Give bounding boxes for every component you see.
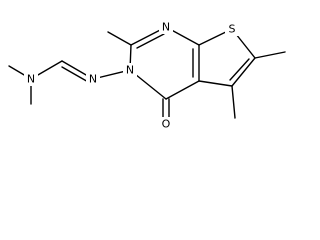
atom-label-n-imine: N (89, 73, 97, 86)
atom-n-ring3: N (123, 63, 137, 77)
atom-n-ring1: N (159, 20, 173, 34)
atom-label-o-carbonyl: O (162, 118, 171, 131)
bond-c6-c5-inner (229, 58, 250, 81)
molecule-diagram: N N N N S O (8, 20, 286, 131)
atom-s-thiophene: S (225, 22, 239, 36)
atom-o-carbonyl: O (159, 117, 173, 131)
atom-n-imine: N (86, 72, 100, 86)
bond-c2-methyl (107, 31, 132, 46)
atom-label-n-ring3: N (126, 64, 134, 77)
atom-n-amine: N (24, 72, 38, 86)
bond-c6-methyl (254, 51, 286, 59)
bond-c2-n1-inner (136, 33, 165, 49)
bond-c5-c4a (198, 80, 233, 87)
bond-layer (8, 26, 286, 119)
bond-c5-methyl (231, 85, 236, 119)
atom-layer: N N N N S O (24, 20, 239, 131)
atom-label-s-thiophene: S (229, 23, 236, 36)
structure-canvas: N N N N S O (8, 20, 286, 131)
atom-label-n-amine: N (27, 73, 35, 86)
atom-label-n-ring1: N (162, 21, 170, 34)
bond-ch-nimine-2 (61, 66, 91, 84)
bond-c6-c5 (231, 57, 256, 87)
bond-c4a-c4 (165, 80, 200, 100)
